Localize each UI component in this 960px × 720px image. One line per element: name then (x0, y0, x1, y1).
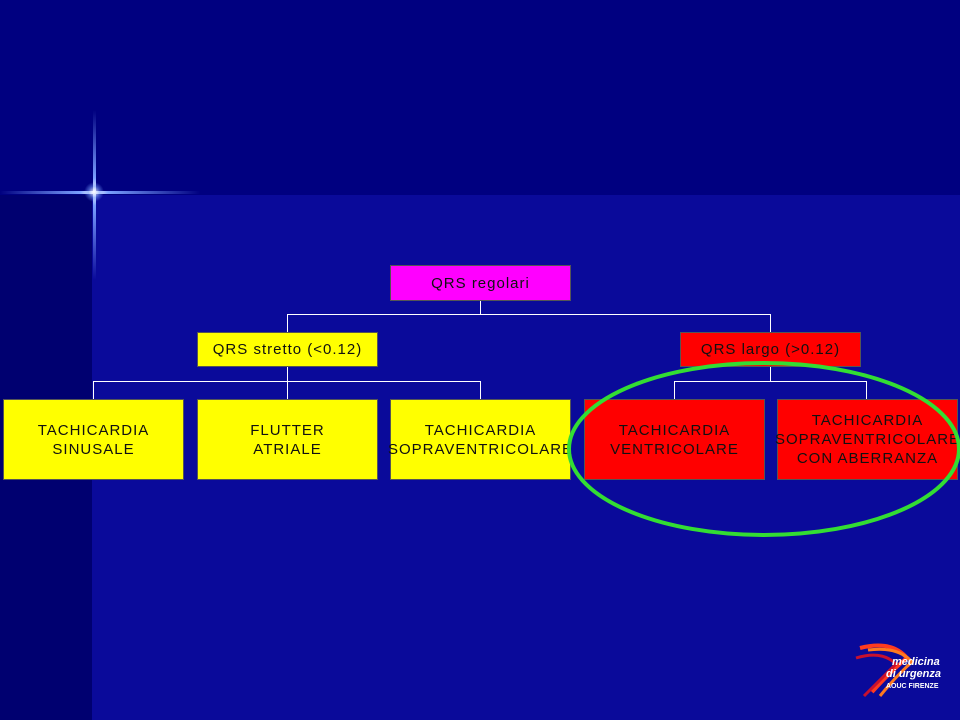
connector-leaf5-up (866, 381, 867, 400)
leaf-line: CON ABERRANZA (796, 450, 939, 467)
connector-leaf1-up (93, 381, 94, 400)
node-atrial-flutter: FLUTTER ATRIALE (197, 399, 378, 480)
leaf-line: SINUSALE (52, 440, 135, 458)
connector-leaf2-up (287, 381, 288, 400)
connector-leaf3-up (480, 381, 481, 400)
node-qrs-narrow: QRS stretto (<0.12) (197, 332, 378, 367)
leaf-line: FLUTTER (250, 421, 325, 439)
node-qrs-regular-label: QRS regolari (431, 274, 530, 292)
leaf-line: SOPRAVENTRICOLARE (774, 431, 960, 448)
leaf-line: VENTRICOLARE (610, 440, 739, 458)
light-flare-center (84, 182, 104, 202)
connector-wide-up (770, 314, 771, 333)
connector-wide-horizontal (674, 381, 867, 382)
connector-root-down (480, 300, 481, 315)
leaf-line: TACHICARDIA (424, 421, 537, 439)
leaf-line: TACHICARDIA (37, 421, 150, 439)
connector-leaf4-up (674, 381, 675, 400)
logo-text-1: medicina (892, 656, 940, 668)
node-qrs-narrow-label: QRS stretto (<0.12) (212, 341, 363, 358)
node-supraventricular-tachycardia: TACHICARDIA SOPRAVENTRICOLARE (387, 399, 574, 480)
connector-level1-horizontal (287, 314, 771, 315)
background-top (0, 0, 960, 195)
logo-text-2: di urgenza (886, 668, 942, 680)
node-qrs-regular: QRS regolari (390, 265, 571, 301)
leaf-line: ATRIALE (253, 440, 322, 458)
node-svt-with-aberrancy: TACHICARDIA SOPRAVENTRICOLARE CON ABERRA… (774, 399, 960, 480)
node-sinus-tachycardia: TACHICARDIA SINUSALE (3, 399, 184, 480)
node-ventricular-tachycardia: TACHICARDIA VENTRICOLARE (584, 399, 765, 480)
node-qrs-wide-label: QRS largo (>0.12) (700, 341, 841, 358)
logo: medicina di urgenza AOUC FIRENZE (852, 640, 952, 700)
connector-narrow-down (287, 366, 288, 382)
leaf-line: TACHICARDIA (811, 412, 924, 429)
connector-narrow-up (287, 314, 288, 333)
leaf-line: TACHICARDIA (618, 421, 731, 439)
connector-wide-down (770, 366, 771, 382)
leaf-line: SOPRAVENTRICOLARE (387, 440, 574, 458)
logo-text-3: AOUC FIRENZE (886, 683, 939, 690)
logo-swoosh-icon (855, 643, 915, 698)
